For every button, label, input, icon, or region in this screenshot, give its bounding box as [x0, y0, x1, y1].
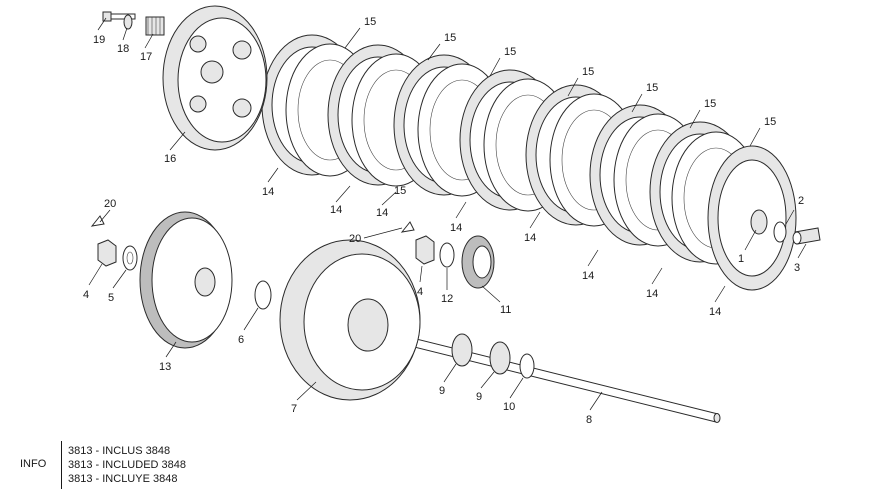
nut-left — [97, 239, 117, 267]
part-label: 16 — [164, 153, 176, 165]
part-label: 14 — [262, 186, 274, 198]
part-label: 18 — [117, 43, 129, 55]
info-line-french: 3813 - INCLUS 3848 — [68, 445, 171, 457]
part-label: 15 — [504, 46, 516, 58]
part-label: 15 — [364, 16, 376, 28]
driven-gear — [461, 235, 495, 289]
part-label: 15 — [646, 82, 658, 94]
washer-left — [122, 245, 138, 271]
nut-right — [415, 235, 435, 265]
part-label: 4 — [83, 289, 89, 301]
part-label: 14 — [376, 207, 388, 219]
bolt — [102, 11, 136, 22]
part-label: 12 — [441, 293, 453, 305]
needle-bearing-1 — [451, 333, 473, 367]
spacer-washer — [519, 353, 535, 379]
info-line-english: 3813 - INCLUDED 3848 — [68, 459, 187, 471]
part-label: 15 — [582, 66, 594, 78]
info-label: INFO — [20, 458, 47, 470]
part-label: 14 — [709, 306, 721, 318]
part-label: 20 — [104, 198, 116, 210]
lock-tab-left — [90, 215, 105, 227]
clutch-plate-stack — [261, 34, 797, 291]
part-label: 14 — [330, 204, 342, 216]
part-label: 2 — [798, 195, 804, 207]
part-label: 14 — [646, 288, 658, 300]
info-divider — [61, 441, 62, 489]
needle-bearing-2 — [489, 341, 511, 375]
part-label: 9 — [476, 391, 482, 403]
part-label: 11 — [500, 304, 511, 316]
part-label: 6 — [238, 334, 244, 346]
part-label: 3 — [794, 262, 800, 274]
washer-right — [439, 242, 455, 268]
retaining-ring — [773, 221, 787, 243]
leader-lines — [88, 17, 807, 411]
part-label: 20 — [349, 233, 361, 245]
pushrod-end — [792, 227, 821, 245]
pressure-plate — [162, 5, 268, 151]
part-label: 14 — [524, 232, 536, 244]
part-labels: 19 18 17 16 15 15 15 15 15 15 15 15 14 1… — [83, 16, 804, 426]
part-label: 15 — [394, 185, 406, 197]
thrust-washer — [254, 280, 272, 310]
clutch-inner-hub — [279, 239, 421, 401]
part-label: 7 — [291, 403, 297, 415]
part-label: 13 — [159, 361, 171, 373]
part-label: 15 — [764, 116, 776, 128]
part-label: 14 — [450, 222, 462, 234]
info-note: INFO 3813 - INCLUS 3848 3813 - INCLUDED … — [18, 441, 318, 489]
clutch-housing-gear — [139, 211, 233, 349]
part-label: 1 — [738, 253, 744, 265]
part-label: 15 — [704, 98, 716, 110]
info-line-spanish: 3813 - INCLUYE 3848 — [68, 473, 178, 485]
spring — [145, 16, 165, 36]
part-label: 10 — [503, 401, 515, 413]
part-label: 9 — [439, 385, 445, 397]
part-label: 15 — [444, 32, 456, 44]
part-label: 5 — [108, 292, 114, 304]
part-label: 19 — [93, 34, 105, 46]
part-label: 8 — [586, 414, 592, 426]
part-label: 14 — [582, 270, 594, 282]
lock-tab-right — [400, 221, 415, 233]
release-bearing — [750, 209, 768, 235]
washer — [123, 14, 133, 30]
part-label: 4 — [417, 286, 423, 298]
part-label: 17 — [140, 51, 152, 63]
